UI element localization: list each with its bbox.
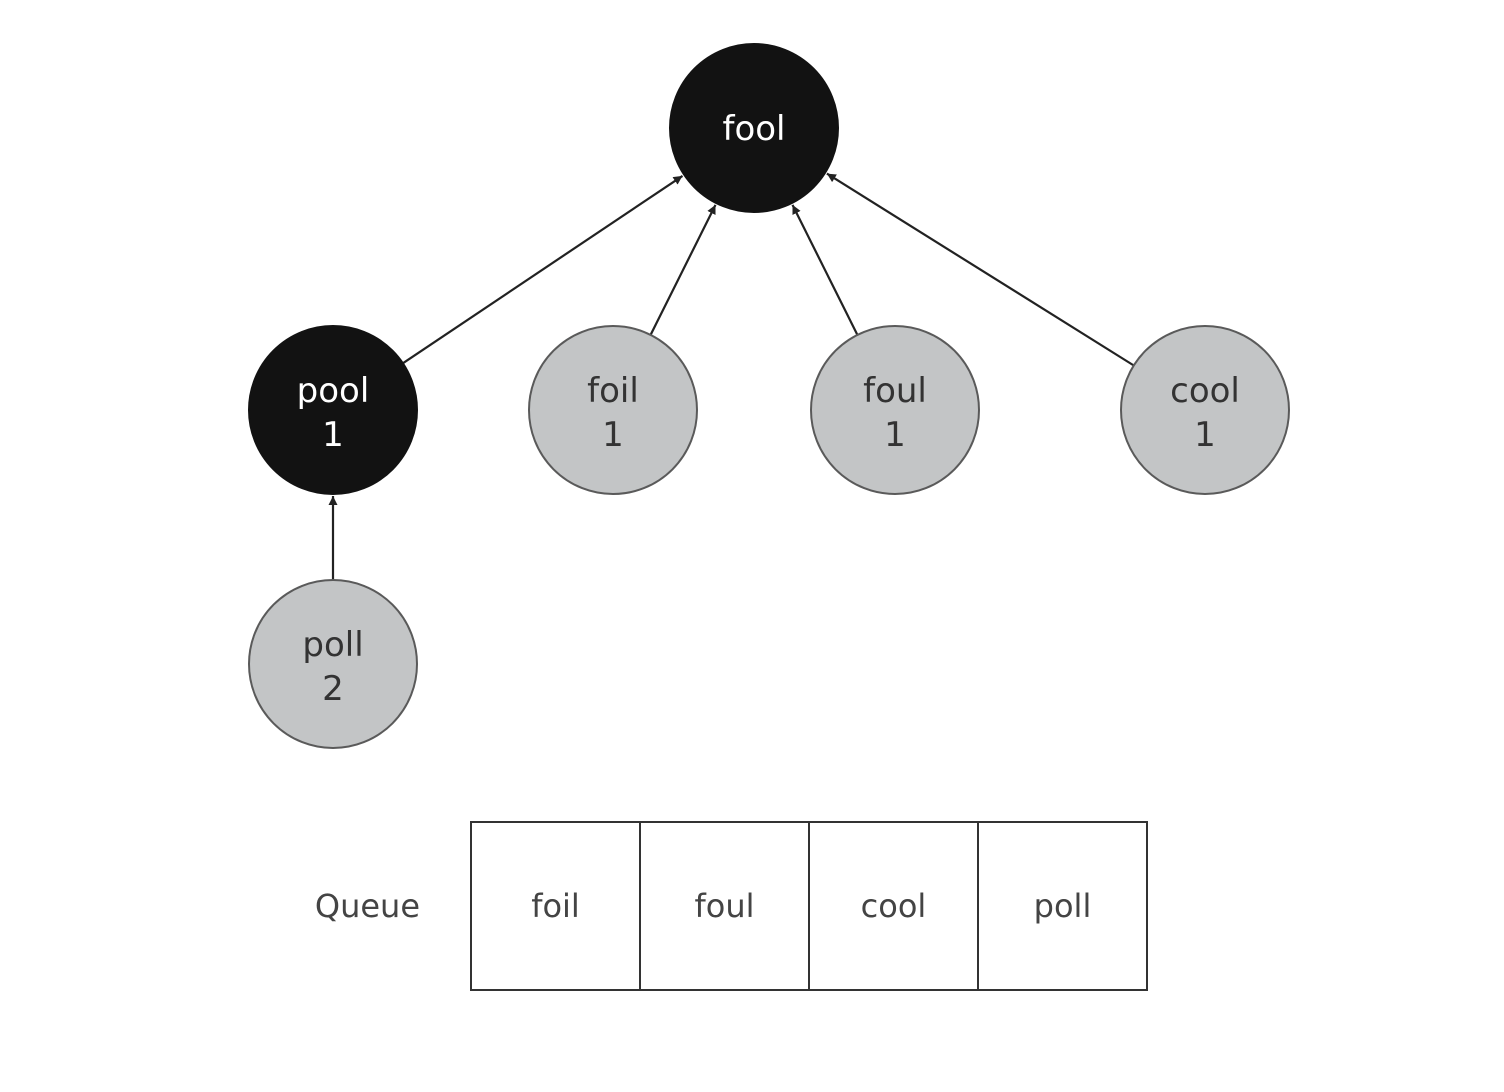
node-label: fool xyxy=(722,109,785,149)
node-circle xyxy=(528,325,698,495)
queue-item: foul xyxy=(694,887,754,925)
edge-foul-to-fool xyxy=(791,204,859,336)
edge-cool-to-fool xyxy=(826,172,1135,367)
node-circle xyxy=(669,43,839,213)
queue-cell xyxy=(977,821,1148,991)
node-fool: fool xyxy=(669,43,839,213)
node-distance: 1 xyxy=(1194,415,1216,455)
node-circle xyxy=(248,325,418,495)
node-circle xyxy=(810,325,980,495)
edge-pool-to-fool xyxy=(402,174,684,365)
node-label: cool xyxy=(1170,371,1240,411)
node-label: foil xyxy=(587,371,639,411)
queue-cell xyxy=(808,821,979,991)
node-distance: 2 xyxy=(322,669,344,709)
node-circle xyxy=(1120,325,1290,495)
node-label: poll xyxy=(302,625,363,665)
node-distance: 1 xyxy=(884,415,906,455)
node-circle xyxy=(248,579,418,749)
queue-item: poll xyxy=(1034,887,1092,925)
node-label: pool xyxy=(297,371,370,411)
queue-item: cool xyxy=(861,887,927,925)
queue: Queue foil foul cool poll xyxy=(315,821,1148,991)
queue-item: foil xyxy=(531,887,580,925)
node-label: foul xyxy=(863,371,927,411)
queue-label: Queue xyxy=(315,887,420,925)
edges-layer xyxy=(328,172,1135,580)
node-distance: 1 xyxy=(602,415,624,455)
edge-foil-to-fool xyxy=(649,204,717,336)
node-distance: 1 xyxy=(322,415,344,455)
